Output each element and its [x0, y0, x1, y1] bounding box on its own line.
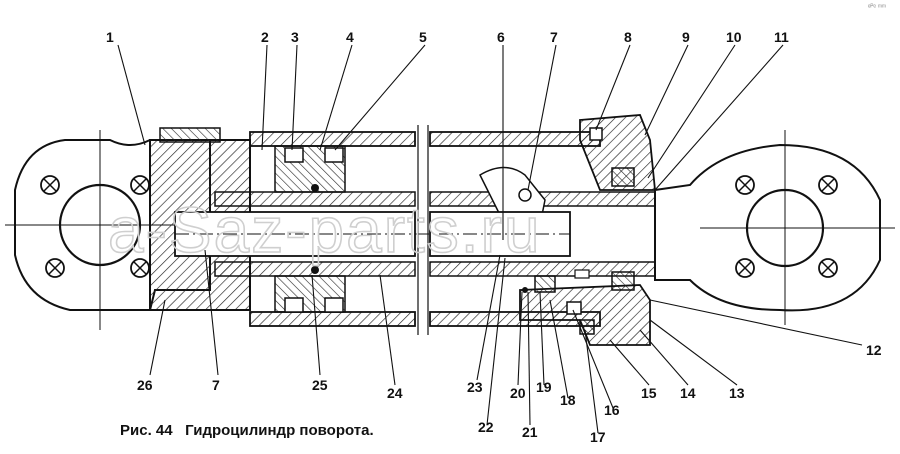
- caption-label: Рис. 44: [120, 422, 173, 439]
- callout-26: 26: [137, 377, 153, 393]
- callout-11: 11: [774, 29, 789, 45]
- cylinder-barrel-left: [214, 131, 416, 327]
- watermark-text: a-Saz-parts.ru: [108, 194, 541, 266]
- callout-21: 21: [522, 424, 538, 440]
- callout-10: 10: [726, 29, 742, 45]
- callout-7-top: 7: [550, 29, 558, 45]
- callout-1: 1: [106, 29, 114, 45]
- callout-25: 25: [312, 377, 328, 393]
- figure-caption: Рис. 44 Гидроцилиндр поворота.: [120, 422, 374, 439]
- callout-3: 3: [291, 29, 299, 45]
- caption-title: Гидроцилиндр поворота.: [185, 422, 374, 439]
- callout-15: 15: [641, 385, 657, 401]
- callout-2: 2: [261, 29, 269, 45]
- piston-rod: [174, 211, 571, 257]
- callout-16: 16: [604, 402, 620, 418]
- section-break: [417, 125, 429, 335]
- callout-labels: 1 2 3 4 5 6 7 8 9 10 11 12 13 14 15 16 1…: [106, 29, 882, 445]
- callout-6: 6: [497, 29, 505, 45]
- right-rod-eye: [654, 130, 895, 325]
- callout-5: 5: [419, 29, 427, 45]
- callout-20: 20: [510, 385, 526, 401]
- callout-4: 4: [346, 29, 354, 45]
- leader-lines: [117, 44, 863, 434]
- callout-18: 18: [560, 392, 576, 408]
- callout-17: 17: [590, 429, 606, 445]
- corner-mark: ᵉᴾᵉ ᵐᵐ: [867, 4, 886, 11]
- callout-14: 14: [680, 385, 696, 401]
- callout-22: 22: [478, 419, 494, 435]
- callout-12: 12: [866, 342, 882, 358]
- left-lug-bolt-heads: [40, 175, 150, 278]
- callout-24: 24: [387, 385, 403, 401]
- callout-7-bottom: 7: [212, 377, 220, 393]
- callout-13: 13: [729, 385, 745, 401]
- callout-8: 8: [624, 29, 632, 45]
- callout-23: 23: [467, 379, 483, 395]
- callout-9: 9: [682, 29, 690, 45]
- callout-19: 19: [536, 379, 552, 395]
